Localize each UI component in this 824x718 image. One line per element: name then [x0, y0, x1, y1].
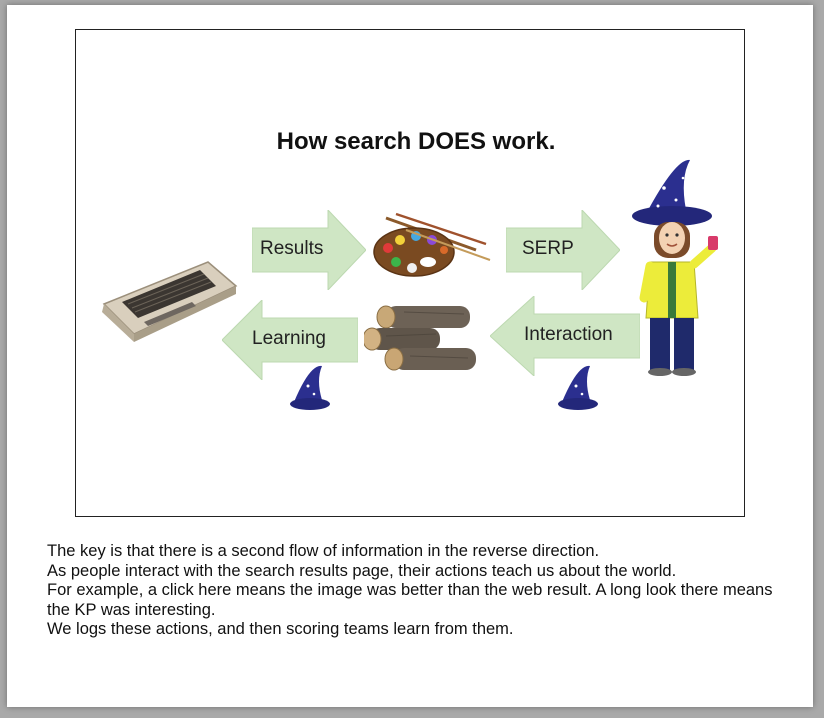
speaker-notes: The key is that there is a second flow o…	[47, 542, 787, 640]
wizard-hat-icon	[556, 364, 602, 417]
interaction-label: Interaction	[524, 324, 613, 345]
slide-title: How search DOES work.	[276, 128, 556, 155]
logs-icon	[362, 302, 480, 379]
paint-palette-icon	[366, 210, 496, 287]
notes-line: We logs these actions, and then scoring …	[47, 620, 514, 639]
notes-line: For example, a click here means the imag…	[47, 581, 773, 619]
results-arrow: Results	[252, 210, 366, 290]
learning-arrow: Learning	[222, 300, 358, 380]
notes-line: As people interact with the search resul…	[47, 561, 677, 580]
document-page: How search DOES work. Results SERP Learn…	[7, 5, 813, 707]
slide-frame: How search DOES work. Results SERP Learn…	[75, 29, 745, 517]
interaction-arrow: Interaction	[490, 296, 640, 376]
computer-icon	[96, 256, 238, 347]
wizard-hat-icon	[288, 364, 334, 417]
learning-label: Learning	[252, 328, 326, 349]
notes-line: The key is that there is a second flow o…	[47, 542, 600, 560]
serp-arrow: SERP	[506, 210, 620, 290]
results-label: Results	[260, 238, 324, 259]
serp-label: SERP	[522, 238, 574, 259]
wizard-person-icon	[628, 158, 728, 383]
